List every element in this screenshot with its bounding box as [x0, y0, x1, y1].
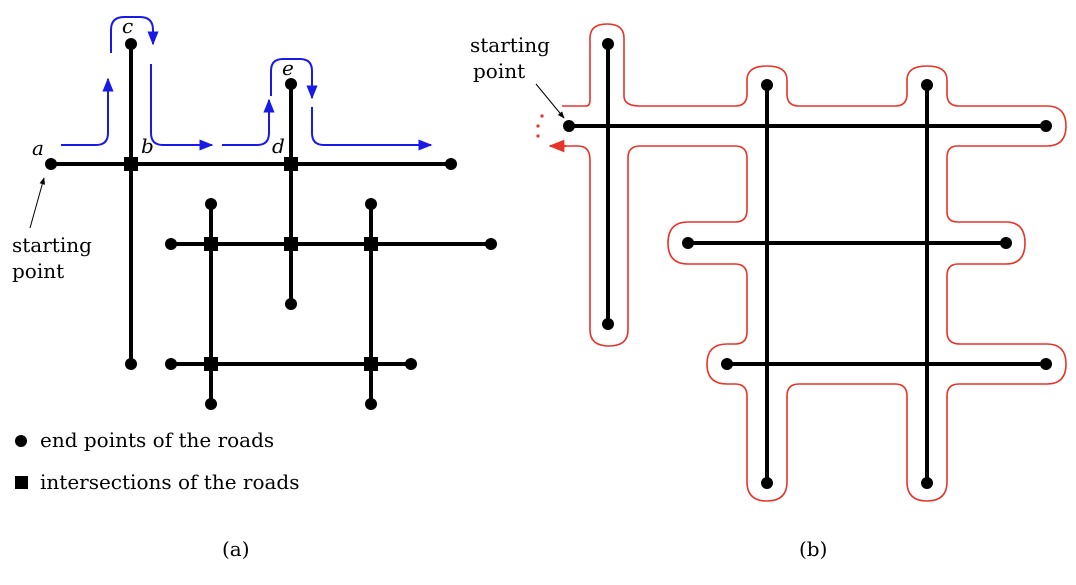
intersection-b — [124, 157, 138, 171]
gap-dot — [536, 124, 540, 128]
node-label-c: c — [122, 14, 133, 38]
route-arrow-down-to-right — [311, 107, 433, 151]
route-arrow-c-loop — [110, 16, 159, 53]
panel-b-end-points — [563, 38, 1052, 489]
node-label-d: d — [272, 134, 285, 158]
gap-dot — [536, 134, 540, 138]
node-label-b: b — [141, 134, 154, 158]
end-point — [125, 358, 137, 370]
end-point — [165, 238, 177, 250]
panel-a-intersections — [124, 157, 378, 371]
end-point — [1000, 237, 1012, 249]
route-arrow-e-loop — [270, 58, 318, 100]
intersection — [204, 357, 218, 371]
panel-a-route — [61, 16, 433, 151]
node-label-a: a — [32, 136, 44, 160]
panel-b: starting point (b) — [470, 23, 1067, 561]
end-point — [45, 158, 57, 170]
end-point — [602, 38, 614, 50]
end-point — [761, 79, 773, 91]
end-point — [445, 158, 457, 170]
route-arrow-d-to-up — [222, 98, 275, 146]
panel-b-starting-point-line2: point — [473, 59, 525, 83]
end-point — [285, 298, 297, 310]
end-point — [602, 318, 614, 330]
end-point — [125, 38, 137, 50]
end-point — [921, 79, 933, 91]
end-point — [682, 237, 694, 249]
panel-a-end-points — [45, 38, 497, 410]
end-point — [1040, 120, 1052, 132]
panel-b-contour-route — [562, 23, 1067, 502]
node-label-e: e — [282, 56, 294, 80]
end-point — [165, 358, 177, 370]
end-point — [1040, 358, 1052, 370]
end-point — [205, 198, 217, 210]
end-point — [761, 477, 773, 489]
route-arrow-a-to-up — [61, 77, 114, 146]
intersection — [204, 237, 218, 251]
end-point — [285, 78, 297, 90]
intersection — [284, 237, 298, 251]
panel-b-roads — [569, 44, 1046, 483]
starting-point-arrow — [29, 177, 45, 229]
legend-end-points-label: end points of the roads — [40, 428, 274, 452]
end-point — [365, 398, 377, 410]
intersection-d — [284, 157, 298, 171]
route-arrow-down-to-d — [150, 64, 214, 151]
intersection — [364, 237, 378, 251]
legend-intersection-icon — [15, 476, 28, 489]
panel-b-starting-point-line1: starting — [470, 33, 550, 57]
starting-point-label-line2: point — [12, 259, 64, 283]
legend-end-point-icon — [15, 435, 27, 447]
panel-b-caption: (b) — [799, 537, 827, 561]
gap-dot — [540, 114, 544, 118]
panel-a: a b c d e starting point end points of t… — [12, 14, 497, 561]
end-point — [205, 398, 217, 410]
end-point — [485, 238, 497, 250]
starting-point-label-line1: starting — [12, 233, 92, 257]
end-point — [563, 120, 575, 132]
panel-a-roads — [51, 44, 491, 404]
end-point — [721, 358, 733, 370]
end-point — [365, 198, 377, 210]
end-point — [405, 358, 417, 370]
end-point — [921, 477, 933, 489]
legend-intersections-label: intersections of the roads — [40, 470, 300, 494]
panel-b-starting-point-arrow — [535, 83, 565, 119]
panel-a-caption: (a) — [222, 537, 250, 561]
intersection — [364, 357, 378, 371]
panel-b-route-gap — [536, 114, 544, 138]
